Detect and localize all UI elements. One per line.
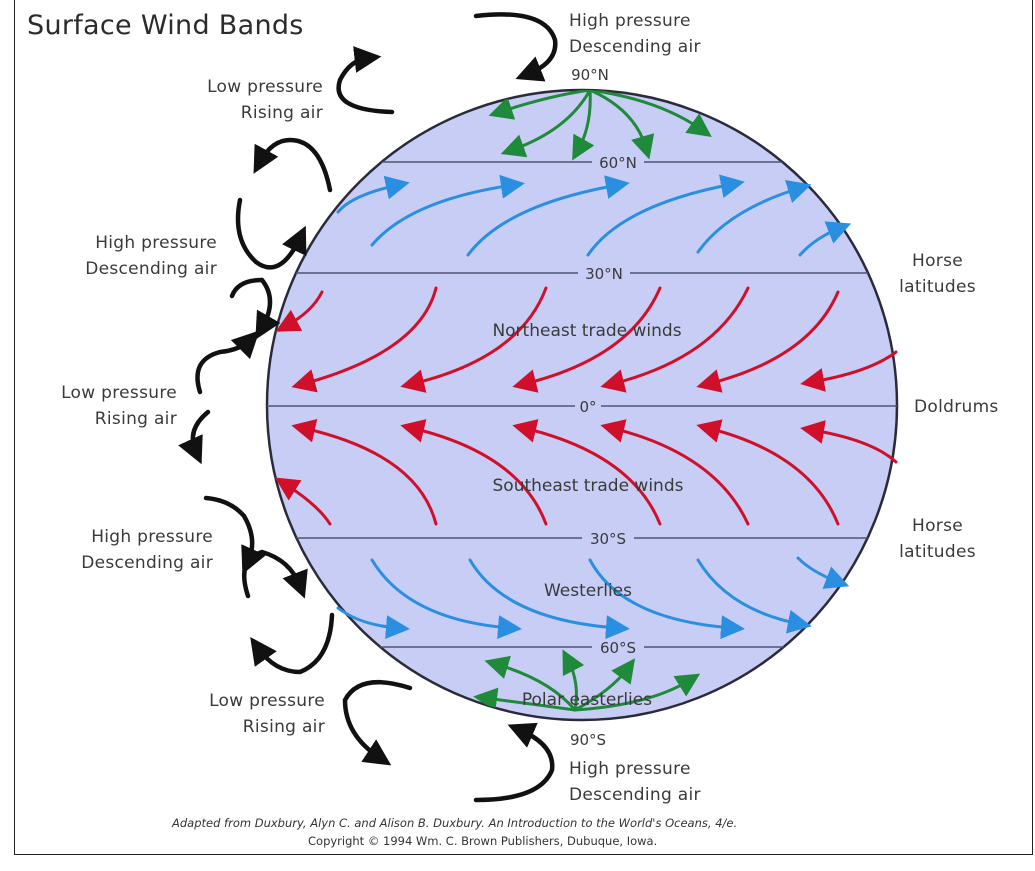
circulation-arrow bbox=[178, 409, 211, 465]
westerly-n-arrow bbox=[466, 175, 630, 257]
credit-line-2: Copyright © 1994 Wm. C. Brown Publishers… bbox=[308, 834, 658, 848]
polar-easterly-n-arrow bbox=[572, 90, 595, 161]
se-trade-arrow bbox=[400, 419, 548, 526]
westerly-n-arrow bbox=[586, 174, 745, 257]
circulation-arrow bbox=[235, 197, 307, 270]
westerly-s-arrow bbox=[796, 556, 850, 589]
label-low-pressure-60s: Low pressure Rising air bbox=[209, 691, 325, 737]
label-se-trade-winds: Southeast trade winds bbox=[493, 476, 684, 496]
se-trade-arrow bbox=[800, 420, 898, 464]
circulation-arrow bbox=[473, 722, 555, 803]
se-trade-arrow bbox=[600, 419, 750, 526]
lat-label-90n: 90°N bbox=[571, 66, 609, 84]
se-trade-arrow bbox=[291, 418, 438, 526]
se-trade-arrow bbox=[274, 477, 332, 526]
circulation-arrow bbox=[229, 277, 281, 340]
lat-label-30s: 30°S bbox=[590, 530, 626, 548]
polar-easterly-s-arrow bbox=[484, 655, 577, 712]
lat-label-60s: 60°S bbox=[600, 639, 636, 657]
circulation-arrow bbox=[250, 612, 335, 675]
lat-label-equator: 0° bbox=[579, 398, 596, 416]
westerly-n-arrow bbox=[798, 221, 852, 257]
westerly-s-arrow bbox=[696, 558, 812, 634]
lat-label-90s: 90°S bbox=[570, 731, 606, 749]
westerly-n-arrow bbox=[336, 175, 410, 214]
se-trade-arrow bbox=[696, 419, 840, 526]
circulation-arrow bbox=[473, 12, 558, 82]
ne-trade-arrow bbox=[800, 350, 898, 392]
diagram-title: Surface Wind Bands bbox=[27, 10, 304, 41]
label-doldrums: Doldrums bbox=[914, 397, 999, 417]
ne-trade-arrow bbox=[291, 286, 438, 393]
westerly-n-arrow bbox=[696, 180, 812, 254]
westerly-s-arrow bbox=[468, 558, 630, 640]
westerly-s-arrow bbox=[336, 606, 410, 640]
polar-easterly-s-arrow bbox=[473, 687, 577, 712]
polar-easterly-s-arrow bbox=[573, 673, 701, 712]
label-high-pressure-30s: High pressure Descending air bbox=[81, 527, 213, 573]
label-high-pressure-30n: High pressure Descending air bbox=[85, 233, 217, 279]
lat-label-60n: 60°N bbox=[599, 154, 637, 172]
label-bottom-high-pressure: High pressure Descending air bbox=[569, 759, 701, 805]
polar-easterly-s-arrow bbox=[573, 658, 636, 712]
ne-trade-arrow bbox=[696, 290, 840, 393]
westerly-s-arrow bbox=[370, 558, 522, 640]
polar-easterly-s-arrow bbox=[562, 649, 585, 712]
circulation-arrow bbox=[242, 549, 308, 599]
label-ne-trade-winds: Northeast trade winds bbox=[492, 321, 681, 341]
credit-line-1: Adapted from Duxbury, Alyn C. and Alison… bbox=[172, 816, 738, 830]
ne-trade-arrow bbox=[512, 286, 662, 393]
ne-trade-arrow bbox=[600, 286, 750, 393]
lat-label-30n: 30°N bbox=[585, 265, 623, 283]
circulation-arrow bbox=[203, 495, 266, 575]
ne-trade-arrow bbox=[400, 286, 548, 393]
polar-easterly-n-arrow bbox=[488, 90, 592, 120]
label-polar-easterlies: Polar easterlies bbox=[522, 690, 652, 710]
polar-easterly-n-arrow bbox=[588, 90, 712, 137]
label-horse-latitudes-north: Horse latitudes bbox=[899, 251, 976, 297]
polar-easterly-n-arrow bbox=[588, 90, 655, 160]
se-trade-arrow bbox=[512, 419, 662, 526]
label-westerlies: Westerlies bbox=[544, 581, 632, 601]
figure-frame bbox=[14, 0, 1033, 855]
polar-easterly-n-arrow bbox=[500, 90, 592, 158]
label-low-pressure-equator: Low pressure Rising air bbox=[61, 383, 177, 429]
ne-trade-arrow bbox=[275, 290, 324, 332]
westerly-n-arrow bbox=[370, 174, 525, 247]
circulation-arrow bbox=[336, 46, 395, 115]
circulation-arrow bbox=[253, 137, 333, 193]
westerly-s-arrow bbox=[588, 558, 745, 640]
label-low-pressure-60n: Low pressure Rising air bbox=[207, 77, 323, 123]
circulation-arrow bbox=[342, 679, 413, 766]
circulation-arrow bbox=[195, 330, 260, 395]
label-horse-latitudes-south: Horse latitudes bbox=[899, 516, 976, 562]
label-top-high-pressure: High pressure Descending air bbox=[569, 11, 701, 57]
